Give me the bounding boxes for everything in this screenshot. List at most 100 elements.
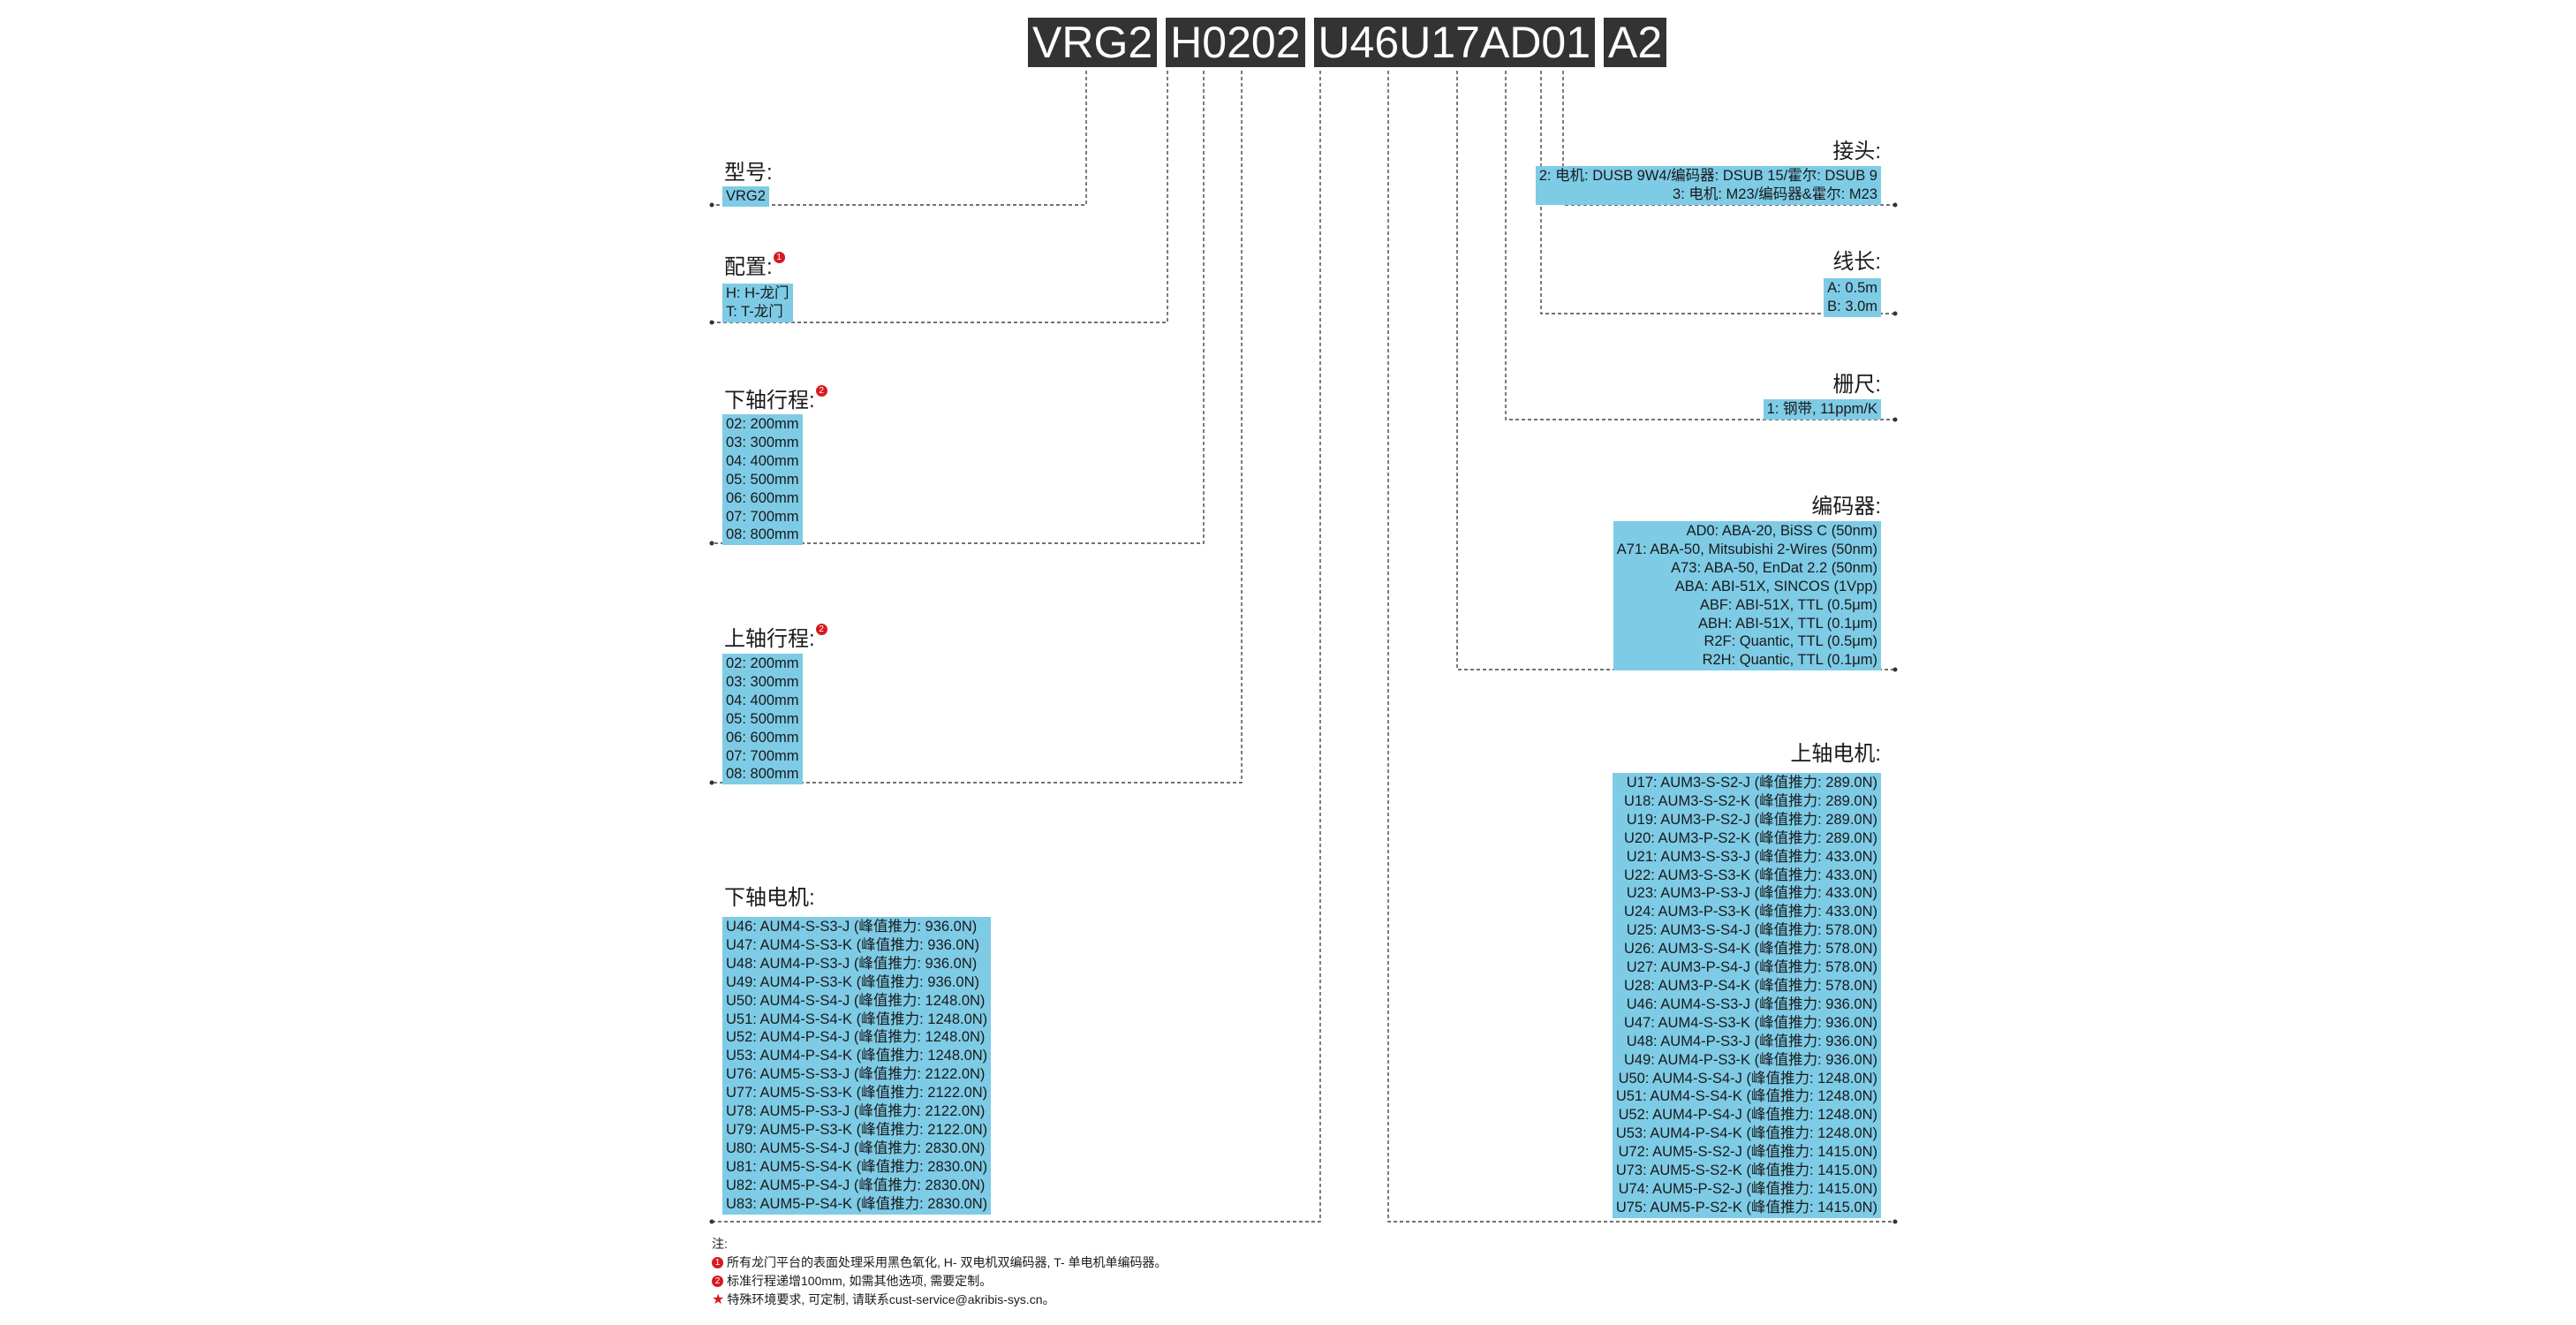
connector-endpoint xyxy=(1892,1219,1898,1224)
option-item: U81: AUM5-S-S4-K (峰值推力: 2830.0N) xyxy=(726,1158,988,1175)
option-item: 02: 200mm xyxy=(726,416,799,432)
cable-length-title: 线长: xyxy=(1832,250,1881,274)
option-item: U48: AUM4-P-S3-J (峰值推力: 936.0N) xyxy=(1626,1033,1877,1049)
option-item: U49: AUM4-P-S3-K (峰值推力: 936.0N) xyxy=(726,973,979,990)
option-item: U83: AUM5-P-S4-K (峰值推力: 2830.0N) xyxy=(726,1195,988,1212)
upper-stroke-title: 上轴行程:2 xyxy=(724,624,827,652)
option-item: U26: AUM3-S-S4-K (峰值推力: 578.0N) xyxy=(1624,941,1877,958)
model-options: VRG2 xyxy=(722,186,769,207)
option-item: U52: AUM4-P-S4-J (峰值推力: 1248.0N) xyxy=(726,1029,986,1046)
connector-endpoint xyxy=(709,320,714,325)
connector-endpoint xyxy=(709,202,714,208)
connector-title: 接头: xyxy=(1832,140,1881,163)
option-item: A: 0.5m xyxy=(1827,280,1877,296)
option-item: ABA: ABI-51X, SINCOS (1Vpp) xyxy=(1674,578,1877,594)
lower-motor-title: 下轴电机: xyxy=(724,886,815,910)
note-1-badge: 1 xyxy=(712,1257,723,1268)
connector-endpoint xyxy=(709,780,714,785)
note-2-badge: 2 xyxy=(815,624,827,635)
option-item: 1: 钢带, 11ppm/K xyxy=(1766,401,1877,417)
option-item: U52: AUM4-P-S4-J (峰值推力: 1248.0N) xyxy=(1618,1107,1877,1124)
option-item: U50: AUM4-S-S4-J (峰值推力: 1248.0N) xyxy=(1618,1070,1877,1086)
option-item: U51: AUM4-S-S4-K (峰值推力: 1248.0N) xyxy=(726,1011,988,1027)
option-item: 3: 电机: M23/编码器&霍尔: M23 xyxy=(1673,186,1877,202)
option-item: ABH: ABI-51X, TTL (0.1μm) xyxy=(1698,615,1877,632)
option-item: U19: AUM3-P-S2-J (峰值推力: 289.0N) xyxy=(1626,811,1877,828)
note-3: ★ 特殊环境要求, 可定制, 请联系cust-service@akribis-s… xyxy=(712,1291,1167,1309)
option-item: U47: AUM4-S-S3-K (峰值推力: 936.0N) xyxy=(726,936,979,953)
option-item: 2: 电机: DUSB 9W4/编码器: DSUB 15/霍尔: DSUB 9 xyxy=(1538,168,1877,184)
cable-length-options: A: 0.5m B: 3.0m xyxy=(1824,278,1881,317)
option-item: 03: 300mm xyxy=(726,434,799,450)
option-item: 05: 500mm xyxy=(726,710,799,727)
option-item: U17: AUM3-S-S2-J (峰值推力: 289.0N) xyxy=(1626,775,1877,791)
option-item: U77: AUM5-S-S3-K (峰值推力: 2122.0N) xyxy=(726,1085,988,1102)
option-item: T: T-龙门 xyxy=(726,303,783,320)
option-item: 08: 800mm xyxy=(726,766,799,783)
lower-motor-options: U46: AUM4-S-S3-J (峰值推力: 936.0N) U47: AUM… xyxy=(722,917,992,1215)
code-segment-cable-connector: A2 xyxy=(1604,18,1667,67)
option-item: A73: ABA-50, EnDat 2.2 (50nm) xyxy=(1671,559,1877,576)
note-3-text: 特殊环境要求, 可定制, 请联系cust-service@akribis-sys… xyxy=(727,1292,1055,1306)
option-item: U73: AUM5-S-S2-K (峰值推力: 1415.0N) xyxy=(1615,1162,1877,1179)
notes-heading: 注: xyxy=(712,1237,728,1251)
note-1-text: 所有龙门平台的表面处理采用黑色氧化, H- 双电机双编码器, T- 单电机单编码… xyxy=(727,1255,1167,1269)
option-item: 04: 400mm xyxy=(726,692,799,708)
encoder-options: AD0: ABA-20, BiSS C (50nm) A71: ABA-50, … xyxy=(1613,521,1881,671)
note-2-badge: 2 xyxy=(815,385,827,397)
option-item: U80: AUM5-S-S4-J (峰值推力: 2830.0N) xyxy=(726,1140,986,1156)
option-item: U75: AUM5-P-S2-K (峰值推力: 1415.0N) xyxy=(1615,1199,1877,1215)
note-2-badge: 2 xyxy=(712,1276,723,1287)
option-item: 03: 300mm xyxy=(726,673,799,690)
option-item: U49: AUM4-P-S3-K (峰值推力: 936.0N) xyxy=(1624,1051,1877,1068)
option-item: U21: AUM3-S-S3-J (峰值推力: 433.0N) xyxy=(1626,848,1877,865)
connector-endpoint xyxy=(1892,311,1898,316)
option-item: U48: AUM4-P-S3-J (峰值推力: 936.0N) xyxy=(726,955,978,972)
lower-stroke-options: 02: 200mm 03: 300mm 04: 400mm 05: 500mm … xyxy=(722,414,803,546)
option-item: U25: AUM3-S-S4-J (峰值推力: 578.0N) xyxy=(1626,922,1877,939)
config-title: 配置:1 xyxy=(724,252,785,280)
option-item: 06: 600mm xyxy=(726,489,799,506)
option-item: U28: AUM3-P-S4-K (峰值推力: 578.0N) xyxy=(1624,977,1877,994)
option-item: H: H-龙门 xyxy=(726,285,789,301)
option-item: U46: AUM4-S-S3-J (峰值推力: 936.0N) xyxy=(1626,996,1877,1012)
option-item: A71: ABA-50, Mitsubishi 2-Wires (50nm) xyxy=(1616,541,1877,557)
scale-options: 1: 钢带, 11ppm/K xyxy=(1763,399,1881,420)
option-item: 04: 400mm xyxy=(726,452,799,469)
option-item: ABF: ABI-51X, TTL (0.5μm) xyxy=(1699,596,1877,613)
upper-motor-title: 上轴电机: xyxy=(1790,742,1881,766)
option-item: U22: AUM3-S-S3-K (峰值推力: 433.0N) xyxy=(1624,867,1877,883)
option-item: U23: AUM3-P-S3-J (峰值推力: 433.0N) xyxy=(1626,885,1877,902)
code-segment-model: VRG2 xyxy=(1028,18,1158,67)
config-options: H: H-龙门 T: T-龙门 xyxy=(722,284,793,322)
option-item: U24: AUM3-P-S3-K (峰值推力: 433.0N) xyxy=(1624,904,1877,920)
connector-endpoint xyxy=(1892,667,1898,672)
code-segment-motors-encoder: U46U17AD01 xyxy=(1313,18,1596,67)
option-item: U79: AUM5-P-S3-K (峰值推力: 2122.0N) xyxy=(726,1121,988,1138)
connector-endpoint xyxy=(709,1219,714,1224)
option-item: U76: AUM5-S-S3-J (峰值推力: 2122.0N) xyxy=(726,1066,986,1083)
option-item: U78: AUM5-P-S3-J (峰值推力: 2122.0N) xyxy=(726,1103,986,1120)
connector-line xyxy=(1505,71,1895,420)
note-1-badge: 1 xyxy=(773,252,785,263)
upper-motor-options: U17: AUM3-S-S2-J (峰值推力: 289.0N) U18: AUM… xyxy=(1612,773,1881,1218)
option-item: U82: AUM5-P-S4-J (峰值推力: 2830.0N) xyxy=(726,1177,986,1193)
option-item: 05: 500mm xyxy=(726,471,799,488)
option-item: U20: AUM3-P-S2-K (峰值推力: 289.0N) xyxy=(1624,829,1877,846)
option-item: U53: AUM4-P-S4-K (峰值推力: 1248.0N) xyxy=(726,1048,988,1064)
option-item: 06: 600mm xyxy=(726,729,799,746)
note-1: 1 所有龙门平台的表面处理采用黑色氧化, H- 双电机双编码器, T- 单电机单… xyxy=(712,1253,1167,1272)
upper-stroke-options: 02: 200mm 03: 300mm 04: 400mm 05: 500mm … xyxy=(722,654,803,785)
notes: 注: 1 所有龙门平台的表面处理采用黑色氧化, H- 双电机双编码器, T- 单… xyxy=(712,1235,1167,1309)
option-item: U53: AUM4-P-S4-K (峰值推力: 1248.0N) xyxy=(1615,1125,1877,1142)
option-item: R2F: Quantic, TTL (0.5μm) xyxy=(1703,633,1877,650)
option-item: U51: AUM4-S-S4-K (峰值推力: 1248.0N) xyxy=(1615,1088,1877,1105)
option-item: 07: 700mm xyxy=(726,747,799,764)
option-item: U46: AUM4-S-S3-J (峰值推力: 936.0N) xyxy=(726,919,978,935)
option-item: U18: AUM3-S-S2-K (峰值推力: 289.0N) xyxy=(1624,792,1877,809)
model-title: 型号: xyxy=(724,161,773,185)
star-icon: ★ xyxy=(712,1292,725,1307)
option-item: R2H: Quantic, TTL (0.1μm) xyxy=(1702,652,1877,669)
option-item: 08: 800mm xyxy=(726,526,799,543)
